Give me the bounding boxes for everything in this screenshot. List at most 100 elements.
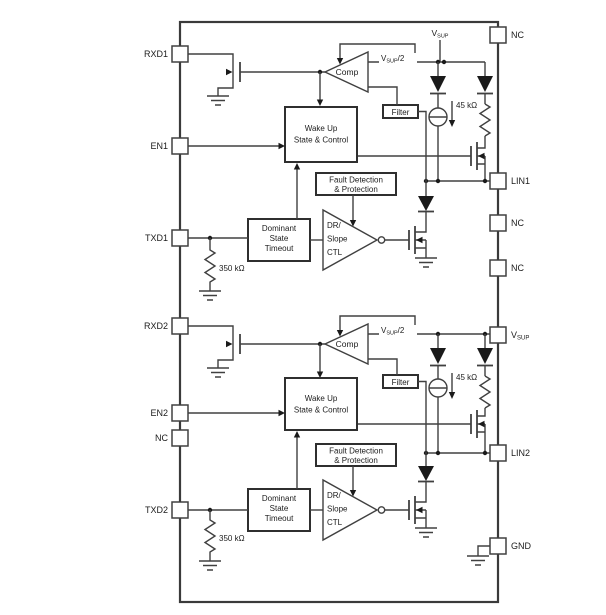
- svg-text:CTL: CTL: [327, 518, 343, 527]
- svg-text:EN2: EN2: [150, 408, 168, 418]
- resistor-45k-label-1: 45 kΩ: [456, 101, 477, 110]
- resistor-350k-label-2: 350 kΩ: [219, 534, 245, 543]
- resistor-350k-1: [203, 238, 217, 291]
- svg-text:NC: NC: [511, 30, 524, 40]
- ground-symbol: [414, 257, 438, 268]
- pin-rxd1: RXD1: [144, 45, 189, 63]
- diode-1: [430, 76, 446, 92]
- diode-5: [477, 348, 493, 364]
- svg-text:LIN2: LIN2: [511, 448, 530, 458]
- pin-nc-top: NC: [489, 26, 524, 44]
- svg-text:CTL: CTL: [327, 248, 343, 257]
- svg-text:VSUP: VSUP: [511, 330, 529, 342]
- svg-text:Fault Detection: Fault Detection: [329, 447, 383, 456]
- pin-en2: EN2: [150, 404, 189, 422]
- comparator-2-label: Comp: [336, 339, 359, 349]
- ground-symbol: [206, 95, 230, 106]
- svg-text:& Protection: & Protection: [334, 185, 378, 194]
- svg-text:Timeout: Timeout: [265, 514, 294, 523]
- inverter-bubble-2: [377, 506, 386, 514]
- fault-block-2: [315, 443, 397, 467]
- resistor-45k-2: [478, 375, 492, 409]
- svg-text:RXD2: RXD2: [144, 321, 168, 331]
- svg-text:RXD1: RXD1: [144, 49, 168, 59]
- comparator-1: [323, 50, 369, 94]
- pin-lin2: LIN2: [489, 444, 530, 462]
- pin-rxd2: RXD2: [144, 317, 189, 335]
- vsup-half-label-bg: [379, 325, 417, 335]
- dr-slope-triangle-2: [322, 478, 379, 542]
- resistor-45k-1: [478, 103, 492, 137]
- vsup-half-label-bg: [379, 53, 417, 63]
- diode-6: [418, 466, 434, 481]
- svg-text:Dominant: Dominant: [262, 494, 297, 503]
- pin-txd1: TXD1: [145, 229, 189, 247]
- lin-termination-branch-1: [357, 62, 493, 181]
- svg-text:NC: NC: [511, 218, 524, 228]
- mosfet-body-arrow: [416, 236, 423, 244]
- dst-block-2: [247, 488, 311, 532]
- chip-outline: [178, 20, 500, 604]
- svg-text:Timeout: Timeout: [265, 244, 294, 253]
- lin-driver-mosfet-1: [408, 181, 438, 268]
- mosfet-body-arrow: [226, 340, 233, 348]
- fault-block-1: [315, 172, 397, 196]
- ground-symbol: [198, 290, 222, 301]
- svg-text:NC: NC: [511, 263, 524, 273]
- resistor-45k-label-2: 45 kΩ: [456, 373, 477, 382]
- lin-driver-mosfet-2: [408, 453, 438, 538]
- svg-text:Slope: Slope: [327, 235, 348, 244]
- comparator-1-label: Comp: [336, 67, 359, 77]
- filter-label-1: Filter: [392, 108, 410, 117]
- wakeup-block-1: [284, 106, 358, 163]
- svg-text:Slope: Slope: [327, 505, 348, 514]
- dst-block-1: [247, 218, 311, 262]
- ground-symbol: [466, 555, 490, 566]
- rxd1-mosfet: [188, 53, 325, 106]
- pin-lin1: LIN1: [489, 172, 530, 190]
- wakeup-block-2: [284, 377, 358, 431]
- lin-pullup-mosfet-1: [357, 136, 486, 181]
- filter-label-2: Filter: [392, 378, 410, 387]
- rxd2-mosfet: [188, 325, 325, 378]
- svg-text:State & Control: State & Control: [294, 136, 348, 145]
- pin-en1: EN1: [150, 137, 189, 155]
- resistor-350k-label-1: 350 kΩ: [219, 264, 245, 273]
- channel-2: Comp VSUP/2 45 kΩ: [188, 315, 493, 571]
- svg-text:NC: NC: [155, 433, 168, 443]
- svg-text:State: State: [270, 234, 289, 243]
- pin-nc-right-2: NC: [489, 259, 524, 277]
- svg-text:State & Control: State & Control: [294, 406, 348, 415]
- lin-termination-branch-2: [357, 334, 493, 453]
- svg-text:Wake Up: Wake Up: [305, 124, 338, 133]
- svg-text:TXD1: TXD1: [145, 233, 168, 243]
- lin-pullup-mosfet-2: [357, 408, 486, 453]
- diode-3: [418, 196, 434, 211]
- svg-text:GND: GND: [511, 541, 532, 551]
- svg-text:& Protection: & Protection: [334, 456, 378, 465]
- pin-nc-right-1: NC: [489, 214, 524, 232]
- mosfet-body-arrow: [416, 506, 423, 514]
- svg-text:Fault Detection: Fault Detection: [329, 176, 383, 185]
- svg-text:EN1: EN1: [150, 141, 168, 151]
- pin-vsup: VSUP: [489, 326, 529, 344]
- mosfet-body-arrow: [226, 68, 233, 76]
- svg-text:TXD2: TXD2: [145, 505, 168, 515]
- mosfet-body-arrow: [478, 152, 485, 160]
- ground-symbol: [198, 560, 222, 571]
- ground-symbol: [206, 367, 230, 378]
- vsup-half-label-1: VSUP/2: [381, 54, 405, 65]
- inverter-bubble-1: [377, 236, 386, 244]
- svg-text:LIN1: LIN1: [511, 176, 530, 186]
- left-pins: RXD1 EN1 TXD1 RXD2 EN2 NC TXD2: [144, 45, 189, 519]
- ground-symbol: [414, 527, 438, 538]
- svg-text:State: State: [270, 504, 289, 513]
- svg-text:Dominant: Dominant: [262, 224, 297, 233]
- wakeup-current-source-branch-1: [428, 62, 448, 181]
- gnd-connection: [466, 545, 490, 566]
- wakeup-current-source-branch-2: [428, 334, 448, 453]
- pin-nc-left: NC: [155, 429, 189, 447]
- comparator-2: [323, 322, 369, 366]
- vsup-top-label: VSUP: [432, 28, 449, 40]
